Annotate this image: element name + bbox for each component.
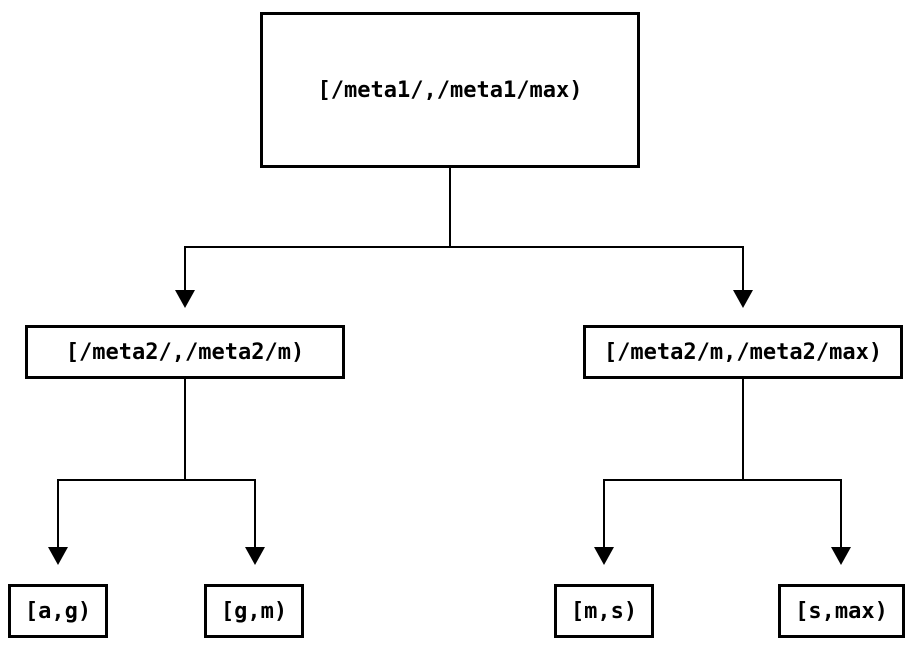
tree-node-leaf-m-s-label: [m,s)	[570, 598, 638, 624]
connector-line	[57, 479, 256, 481]
connector-line	[184, 246, 744, 248]
tree-node-leaf-m-s: [m,s)	[554, 584, 654, 638]
connector-line	[449, 168, 451, 247]
connector-line	[184, 246, 186, 290]
tree-node-leaf-s-max: [s,max)	[778, 584, 905, 638]
arrowhead-down-icon	[594, 547, 614, 565]
tree-node-root: [/meta1/,/meta1/max)	[260, 12, 640, 168]
tree-node-meta2-upper: [/meta2/m,/meta2/max)	[583, 325, 903, 379]
connector-line	[57, 479, 59, 547]
connector-line	[254, 479, 256, 547]
tree-node-leaf-a-g: [a,g)	[8, 584, 108, 638]
arrowhead-down-icon	[245, 547, 265, 565]
tree-node-meta2-upper-label: [/meta2/m,/meta2/max)	[603, 339, 883, 365]
connector-line	[840, 479, 842, 547]
arrowhead-down-icon	[175, 290, 195, 308]
tree-node-meta2-lower-label: [/meta2/,/meta2/m)	[65, 339, 305, 365]
connector-line	[184, 379, 186, 481]
arrowhead-down-icon	[48, 547, 68, 565]
tree-node-meta2-lower: [/meta2/,/meta2/m)	[25, 325, 345, 379]
tree-node-leaf-g-m: [g,m)	[204, 584, 304, 638]
connector-line	[603, 479, 605, 547]
arrowhead-down-icon	[831, 547, 851, 565]
connector-line	[742, 246, 744, 290]
tree-node-leaf-s-max-label: [s,max)	[795, 598, 888, 624]
tree-node-leaf-a-g-label: [a,g)	[24, 598, 92, 624]
tree-node-leaf-g-m-label: [g,m)	[220, 598, 288, 624]
connector-line	[603, 479, 842, 481]
arrowhead-down-icon	[733, 290, 753, 308]
connector-line	[742, 379, 744, 481]
tree-node-root-label: [/meta1/,/meta1/max)	[317, 77, 583, 103]
